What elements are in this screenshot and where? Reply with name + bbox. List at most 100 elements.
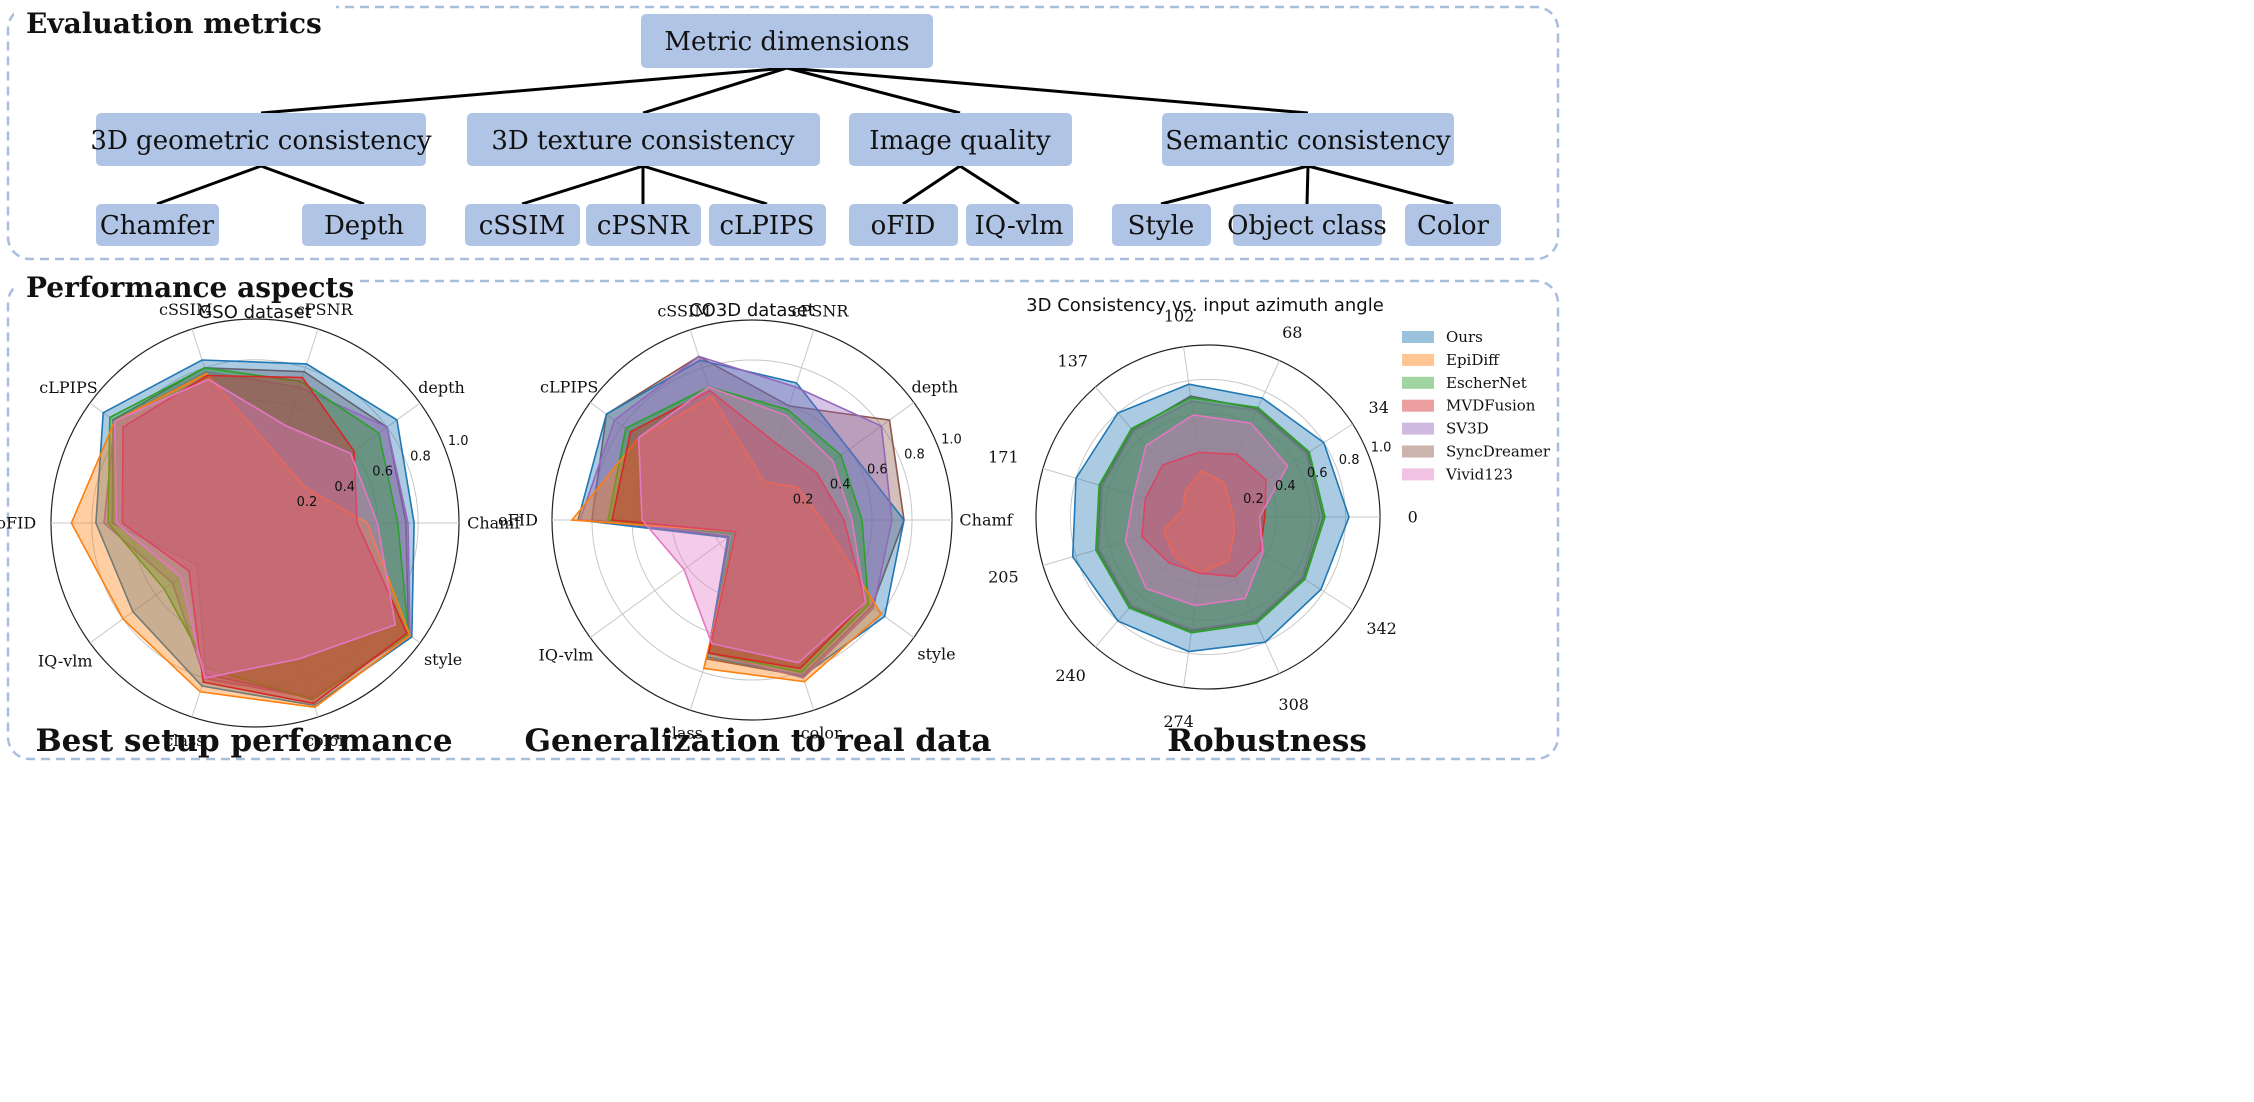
radial-tick-label: 0.2 [297, 495, 318, 510]
group-geometric: 3D geometric consistency [90, 113, 432, 166]
axis-spoke [89, 402, 256, 524]
axis-label: 274 [1163, 712, 1194, 731]
figure-canvas: Evaluation metrics Performance aspects M… [0, 2, 1560, 761]
axis-label: Chamf [959, 511, 1013, 530]
series-vivid123-polygon [637, 386, 867, 664]
leaf-box [586, 204, 701, 246]
series-mvdfusion-polygon [121, 374, 408, 705]
group-texture: 3D texture consistency [467, 113, 820, 166]
legend-label-mvdfusion: MVDFusion [1446, 397, 1536, 415]
leaf-cpsnr: cPSNR [586, 204, 701, 246]
axis-label: cPSNR [296, 300, 354, 319]
tree-edge [902, 164, 961, 206]
axis-label: Chamf [467, 514, 521, 533]
leaf-label: Color [1417, 211, 1490, 241]
tree-edge [1307, 164, 1454, 206]
series-vivid123-polygon [113, 378, 397, 680]
radial-tick-label: 1.0 [448, 434, 469, 449]
axis-spoke [254, 522, 319, 718]
axis-spoke [589, 402, 753, 521]
legend-swatch-vivid123 [1402, 468, 1434, 481]
series-epidiff-polygon [70, 372, 412, 709]
radial-tick-label: 0.4 [1275, 479, 1296, 494]
series-eschernet-polygon [107, 366, 410, 701]
axis-spoke [689, 519, 753, 711]
axis-label: 137 [1058, 352, 1089, 371]
axis-spoke [191, 328, 256, 524]
axis-label: 34 [1369, 398, 1389, 417]
axis-spoke [1183, 516, 1209, 688]
legend-swatch-eschernet [1402, 376, 1434, 389]
legend: OursEpiDiffEscherNetMVDFusionSV3DSyncDre… [1402, 328, 1551, 483]
group-semantic: Semantic consistency [1162, 113, 1454, 166]
axis-spoke [191, 522, 256, 718]
series-vivid123-polygon [1124, 414, 1289, 607]
axis-spoke [1207, 360, 1280, 518]
axis-spoke [589, 519, 753, 638]
leaf-ofid: oFID [849, 204, 958, 246]
root-label: Metric dimensions [664, 27, 909, 57]
axis-label: IQ-vlm [539, 646, 594, 665]
axis-label: 171 [988, 447, 1019, 466]
radial-tick-label: 0.2 [1243, 492, 1264, 507]
axis-label: cSSIM [657, 301, 710, 320]
group-label: Image quality [869, 126, 1051, 156]
tree-edge [260, 66, 788, 115]
axis-label: cSSIM [159, 300, 212, 319]
series-epidiff-polygon [1162, 469, 1235, 575]
radar-chart-robustness: 0.20.40.60.81.00346810213717120524027430… [988, 307, 1418, 731]
legend-label-ours: Ours [1446, 328, 1483, 346]
group-box [96, 113, 426, 166]
axis-label: 102 [1164, 307, 1195, 326]
axis-spoke [1207, 516, 1353, 611]
leaf-box [849, 204, 958, 246]
tree-edge [1305, 165, 1310, 205]
chart-title-gso: GSO dataset [198, 302, 311, 323]
leaf-style: Style [1112, 204, 1211, 246]
leaf-label: cPSNR [597, 211, 691, 241]
series-syncdreamer-polygon [1096, 395, 1325, 632]
legend-label-epidiff: EpiDiff [1446, 351, 1500, 369]
group-label: Semantic consistency [1165, 126, 1451, 156]
tree-edge [156, 164, 262, 206]
axis-label: 240 [1055, 666, 1086, 685]
leaf-label: Object class [1227, 211, 1387, 241]
axis-label: 68 [1282, 323, 1302, 342]
axis-label: style [917, 645, 955, 664]
axis-spoke [1094, 516, 1209, 648]
tree-edge [786, 66, 961, 115]
caption-robustness: Robustness [1167, 723, 1367, 759]
leaf-clpips: cLPIPS [709, 204, 826, 246]
leaf-box [96, 204, 219, 246]
axis-label: class [164, 731, 204, 750]
leaf-label: cSSIM [479, 211, 566, 241]
leaf-label: IQ-vlm [975, 211, 1064, 241]
axis-label: color [801, 724, 842, 743]
legend-label-eschernet: EscherNet [1446, 374, 1527, 392]
radial-tick-label: 0.2 [793, 493, 814, 508]
radar-chart-gso: 0.20.40.60.81.0ChamfdepthcPSNRcSSIMcLPIP… [0, 300, 521, 750]
aspects-title-bg [14, 266, 354, 306]
leaf-box [1233, 204, 1382, 246]
axis-spoke [751, 329, 815, 521]
leaf-depth: Depth [302, 204, 426, 246]
axis-spoke [751, 519, 915, 638]
axis-label: IQ-vlm [38, 651, 93, 670]
metrics-title: Evaluation metrics [26, 7, 322, 40]
tree-edge [642, 164, 768, 206]
legend-label-sv3d: SV3D [1446, 420, 1489, 438]
chart-title-robustness: 3D Consistency vs. input azimuth angle [1026, 295, 1384, 316]
leaf-box [302, 204, 426, 246]
radial-tick-label: 0.4 [830, 478, 851, 493]
leaf-box [1405, 204, 1501, 246]
tree-edge [260, 164, 365, 206]
series-epidiff-polygon [570, 395, 883, 683]
series-ours-polygon [1071, 383, 1350, 653]
leaf-label: cLPIPS [720, 211, 815, 241]
axis-label: depth [418, 378, 465, 397]
group-box [467, 113, 820, 166]
leaf-box [1112, 204, 1211, 246]
axis-label: oFID [498, 511, 538, 530]
aspects-title: Performance aspects [26, 271, 354, 304]
legend-swatch-mvdfusion [1402, 399, 1434, 412]
